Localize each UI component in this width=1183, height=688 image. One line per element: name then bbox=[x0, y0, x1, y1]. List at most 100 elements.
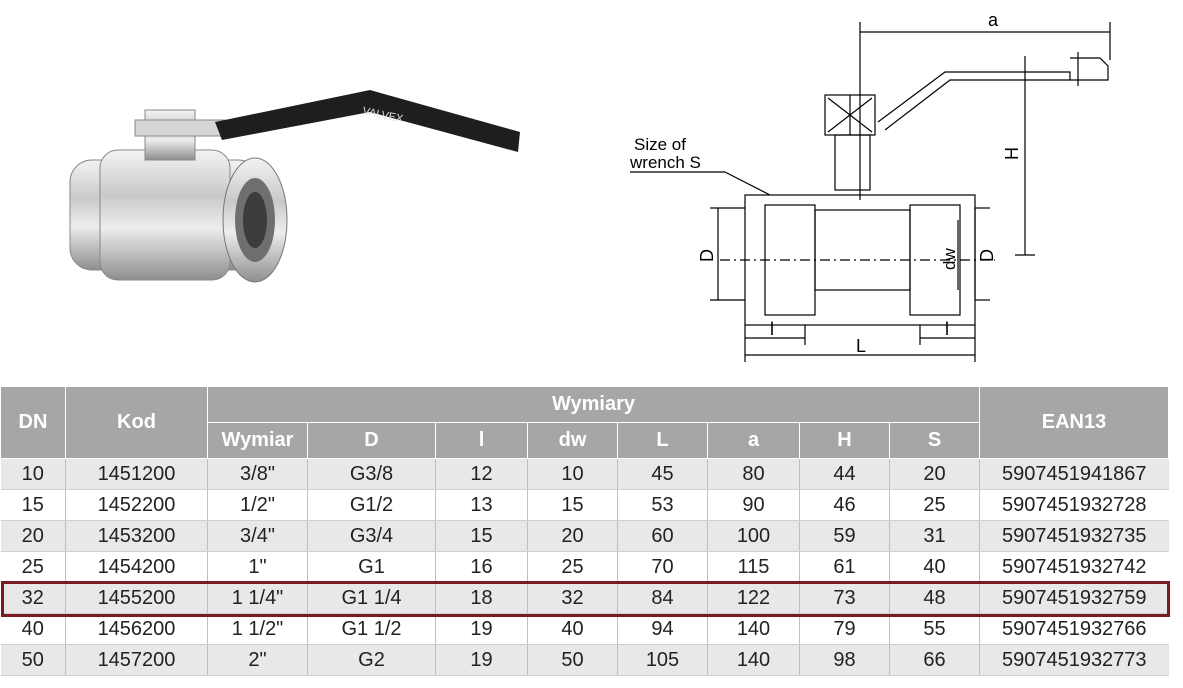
cell-D: G2 bbox=[307, 644, 436, 676]
header-kod: Kod bbox=[65, 386, 208, 459]
cell-S: 66 bbox=[889, 644, 981, 676]
cell-L: 53 bbox=[617, 489, 708, 521]
cell-L: 84 bbox=[617, 582, 708, 614]
cell-kod: 1452200 bbox=[65, 489, 208, 521]
header-wymiary: Wymiary bbox=[206, 386, 981, 423]
cell-ean: 5907451932773 bbox=[979, 644, 1169, 676]
cell-dw: 32 bbox=[527, 582, 618, 614]
cell-kod: 1454200 bbox=[65, 551, 208, 583]
cell-L: 70 bbox=[617, 551, 708, 583]
dim-H-label: H bbox=[1002, 147, 1022, 160]
cell-D: G3/4 bbox=[307, 520, 436, 552]
header-dn: DN bbox=[0, 386, 66, 459]
cell-dw: 40 bbox=[527, 613, 618, 645]
wrench-label-line1: Size of bbox=[634, 135, 686, 154]
cell-dw: 15 bbox=[527, 489, 618, 521]
cell-wymiar: 3/8" bbox=[207, 458, 308, 490]
cell-H: 79 bbox=[799, 613, 890, 645]
cell-ean: 5907451932759 bbox=[979, 582, 1169, 614]
cell-l: 15 bbox=[435, 520, 528, 552]
cell-H: 44 bbox=[799, 458, 890, 490]
valve-cross-section-drawing: a H D dw D l l L Size of wrench S bbox=[629, 10, 1111, 362]
cell-H: 98 bbox=[799, 644, 890, 676]
dim-D-left-label: D bbox=[697, 249, 717, 262]
cell-kod: 1455200 bbox=[65, 582, 208, 614]
cell-a: 122 bbox=[707, 582, 800, 614]
cell-l: 19 bbox=[435, 644, 528, 676]
technical-drawing: a H D dw D l l L Size of wrench S bbox=[620, 0, 1183, 380]
header-l: l bbox=[435, 422, 528, 459]
cell-kod: 1457200 bbox=[65, 644, 208, 676]
cell-dn: 32 bbox=[0, 582, 66, 614]
cell-l: 18 bbox=[435, 582, 528, 614]
cell-a: 140 bbox=[707, 613, 800, 645]
cell-D: G1 1/2 bbox=[307, 613, 436, 645]
cell-ean: 5907451932742 bbox=[979, 551, 1169, 583]
cell-S: 31 bbox=[889, 520, 981, 552]
cell-kod: 1451200 bbox=[65, 458, 208, 490]
cell-dn: 40 bbox=[0, 613, 66, 645]
cell-S: 40 bbox=[889, 551, 981, 583]
cell-H: 73 bbox=[799, 582, 890, 614]
cell-L: 105 bbox=[617, 644, 708, 676]
cell-ean: 5907451941867 bbox=[979, 458, 1169, 490]
wrench-label-line2: wrench S bbox=[629, 153, 701, 172]
cell-L: 45 bbox=[617, 458, 708, 490]
cell-l: 19 bbox=[435, 613, 528, 645]
cell-dn: 20 bbox=[0, 520, 66, 552]
header-wymiar: Wymiar bbox=[207, 422, 308, 459]
cell-H: 46 bbox=[799, 489, 890, 521]
cell-dn: 50 bbox=[0, 644, 66, 676]
cell-wymiar: 3/4" bbox=[207, 520, 308, 552]
header-dw: dw bbox=[527, 422, 618, 459]
dim-D-right-label: D bbox=[977, 249, 997, 262]
cell-ean: 5907451932735 bbox=[979, 520, 1169, 552]
dim-dw-label: dw bbox=[940, 248, 959, 270]
cell-S: 20 bbox=[889, 458, 981, 490]
header-H: H bbox=[799, 422, 890, 459]
header-a: a bbox=[707, 422, 800, 459]
cell-a: 115 bbox=[707, 551, 800, 583]
cell-L: 60 bbox=[617, 520, 708, 552]
cell-dn: 25 bbox=[0, 551, 66, 583]
header-L: L bbox=[617, 422, 708, 459]
cell-a: 90 bbox=[707, 489, 800, 521]
dim-l-right-label: l bbox=[945, 319, 949, 339]
header-S: S bbox=[888, 422, 981, 459]
specification-table: DN Kod Wymiary EAN13 Wymiar D l dw L a H… bbox=[0, 386, 1170, 676]
cell-S: 25 bbox=[889, 489, 981, 521]
cell-D: G3/8 bbox=[307, 458, 436, 490]
cell-l: 13 bbox=[435, 489, 528, 521]
cell-wymiar: 1 1/2" bbox=[207, 613, 308, 645]
cell-kod: 1456200 bbox=[65, 613, 208, 645]
dim-l-left-label: l bbox=[770, 319, 774, 339]
dim-L-label: L bbox=[856, 336, 866, 356]
dim-a-label: a bbox=[988, 10, 999, 30]
cell-l: 12 bbox=[435, 458, 528, 490]
cell-dw: 25 bbox=[527, 551, 618, 583]
cell-ean: 5907451932766 bbox=[979, 613, 1169, 645]
cell-S: 55 bbox=[889, 613, 981, 645]
cell-l: 16 bbox=[435, 551, 528, 583]
cell-wymiar: 1 1/4" bbox=[207, 582, 308, 614]
cell-kod: 1453200 bbox=[65, 520, 208, 552]
cell-H: 61 bbox=[799, 551, 890, 583]
cell-dw: 50 bbox=[527, 644, 618, 676]
cell-D: G1 1/4 bbox=[307, 582, 436, 614]
cell-wymiar: 1/2" bbox=[207, 489, 308, 521]
cell-D: G1 bbox=[307, 551, 436, 583]
cell-ean: 5907451932728 bbox=[979, 489, 1169, 521]
cell-dw: 20 bbox=[527, 520, 618, 552]
cell-a: 100 bbox=[707, 520, 800, 552]
cell-dw: 10 bbox=[527, 458, 618, 490]
product-photo: VALVEX bbox=[40, 70, 560, 300]
cell-a: 80 bbox=[707, 458, 800, 490]
cell-S: 48 bbox=[889, 582, 981, 614]
